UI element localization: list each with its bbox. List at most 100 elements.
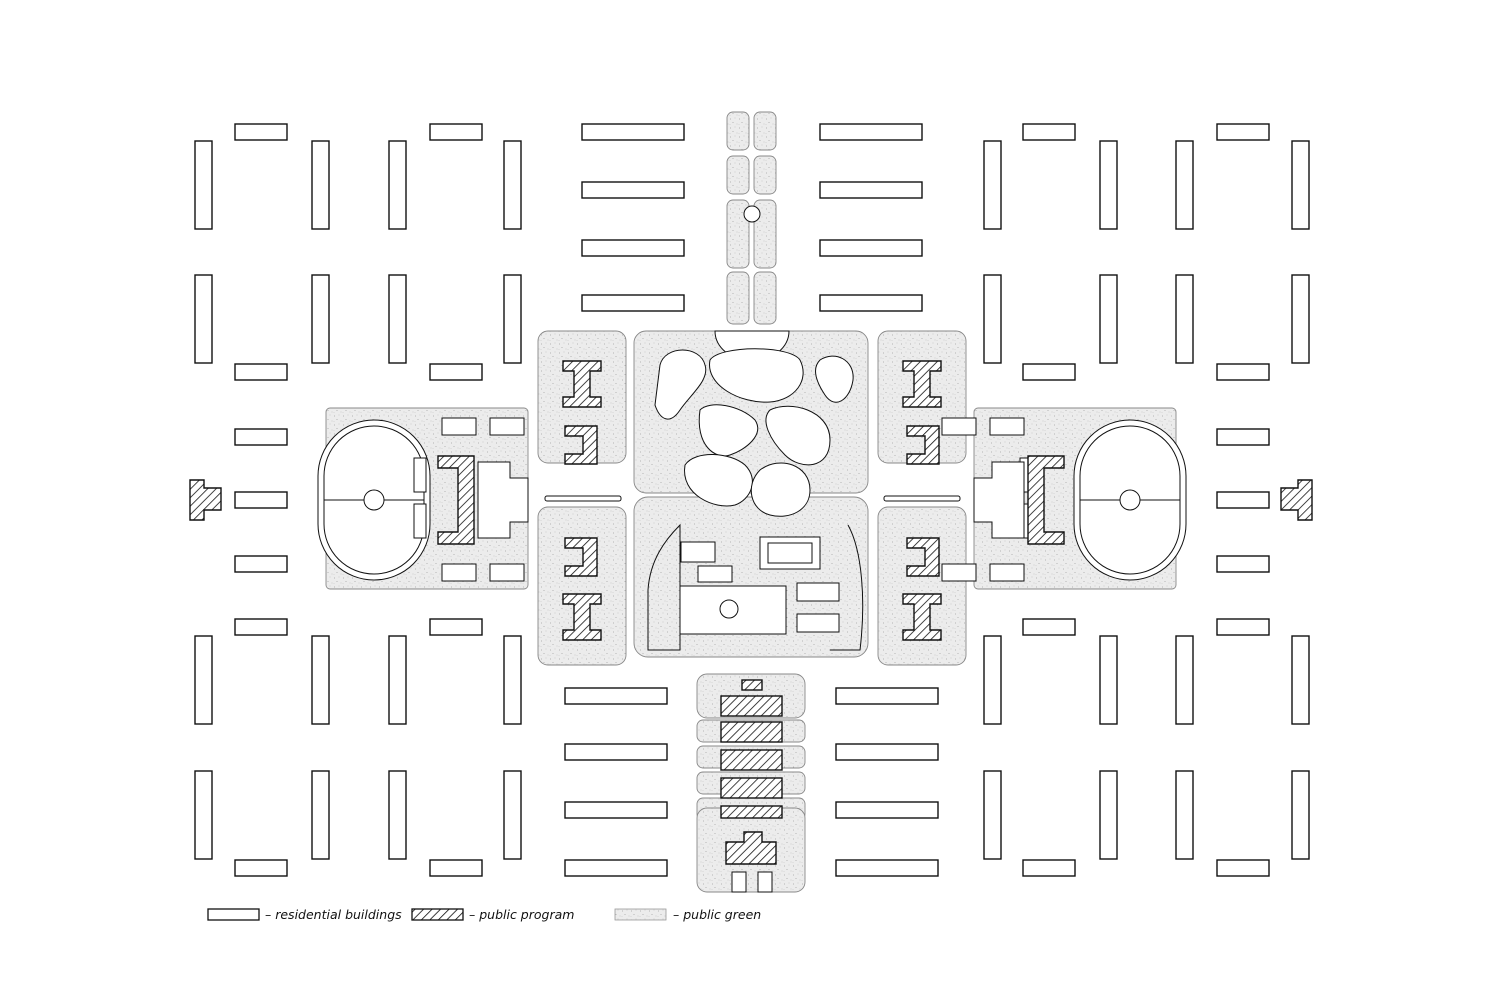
residential-building xyxy=(234,428,288,446)
sports-field xyxy=(679,585,787,635)
green-area xyxy=(726,199,750,269)
public-program-building xyxy=(720,749,783,771)
residential-building xyxy=(1216,123,1270,141)
pavilion xyxy=(489,417,525,436)
green-area xyxy=(726,155,750,195)
public-green-areas xyxy=(325,111,1177,893)
public-program-building xyxy=(720,721,783,743)
public-program-building xyxy=(562,360,602,408)
residential-building xyxy=(581,181,685,199)
residential-building xyxy=(1022,859,1076,877)
public-program-building xyxy=(906,537,940,577)
residential-building xyxy=(388,140,407,230)
kiosk xyxy=(680,541,716,563)
residential-building xyxy=(234,123,288,141)
residential-building xyxy=(819,239,923,257)
residential-building xyxy=(564,801,668,819)
residential-building xyxy=(1216,491,1270,509)
legend-swatch-public-green xyxy=(614,908,667,921)
residential-building xyxy=(564,743,668,761)
residential-building xyxy=(1216,363,1270,381)
residential-building xyxy=(1022,123,1076,141)
residential-building xyxy=(1175,140,1194,230)
park-blob xyxy=(654,349,707,420)
residential-building xyxy=(194,770,213,860)
residential-building xyxy=(564,859,668,877)
public-program-building xyxy=(725,831,777,865)
residential-building xyxy=(835,859,939,877)
residential-building xyxy=(429,363,483,381)
pavilion xyxy=(441,417,477,436)
residential-building xyxy=(819,294,923,312)
residential-building xyxy=(983,140,1002,230)
public-program-building xyxy=(902,360,942,408)
park-lawn xyxy=(709,348,804,403)
residential-building xyxy=(819,181,923,199)
kiosk xyxy=(697,565,733,583)
residential-building xyxy=(429,123,483,141)
residential-building xyxy=(1099,770,1118,860)
residential-buildings xyxy=(194,123,1310,877)
plaza-circle xyxy=(743,205,761,223)
residential-building xyxy=(1216,555,1270,573)
residential-building xyxy=(503,770,522,860)
green-area xyxy=(726,271,750,325)
residential-building xyxy=(835,687,939,705)
pavilion xyxy=(796,582,840,602)
pavilion xyxy=(441,563,477,582)
green-area xyxy=(726,111,750,151)
park-path xyxy=(830,524,864,651)
park-blob xyxy=(814,355,854,403)
residential-building xyxy=(503,274,522,364)
residential-building xyxy=(581,294,685,312)
stepped-plaza xyxy=(477,461,529,539)
residential-building xyxy=(835,801,939,819)
connector xyxy=(544,495,622,502)
residential-building xyxy=(429,618,483,636)
pavilion xyxy=(941,417,977,436)
public-program-building xyxy=(189,479,222,521)
pavilion xyxy=(989,563,1025,582)
residential-building xyxy=(388,274,407,364)
residential-building xyxy=(194,635,213,725)
park-blob xyxy=(765,405,831,466)
public-program-building xyxy=(1027,455,1065,545)
green-area xyxy=(877,506,967,666)
residential-building xyxy=(983,274,1002,364)
residential-building xyxy=(388,770,407,860)
residential-building xyxy=(234,618,288,636)
green-area xyxy=(753,271,777,325)
public-program-building xyxy=(564,537,598,577)
legend-label-public-green: – public green xyxy=(673,907,761,922)
court-inner xyxy=(767,542,813,564)
park-blob xyxy=(698,404,758,457)
residential-building xyxy=(311,140,330,230)
legend-swatch-public-program xyxy=(411,908,464,921)
track-left-center xyxy=(363,489,385,511)
residential-building xyxy=(1022,363,1076,381)
public-program-buildings xyxy=(189,360,1313,865)
public-program-building xyxy=(437,455,475,545)
field-center xyxy=(719,599,739,619)
pavilion xyxy=(941,563,977,582)
residential-building xyxy=(983,635,1002,725)
residential-building xyxy=(1175,274,1194,364)
residential-building xyxy=(1099,274,1118,364)
pavilion xyxy=(989,417,1025,436)
residential-building xyxy=(194,140,213,230)
residential-building xyxy=(1175,635,1194,725)
stepped-plaza xyxy=(973,461,1025,539)
residential-building xyxy=(1216,618,1270,636)
residential-building xyxy=(234,491,288,509)
park-blob xyxy=(684,454,753,507)
residential-building xyxy=(1291,770,1310,860)
residential-building xyxy=(1099,140,1118,230)
residential-building xyxy=(234,555,288,573)
connector xyxy=(883,495,961,502)
residential-building xyxy=(1022,618,1076,636)
green-area xyxy=(753,155,777,195)
public-program-building xyxy=(741,679,763,691)
public-program-building xyxy=(564,425,598,465)
green-area xyxy=(537,506,627,666)
